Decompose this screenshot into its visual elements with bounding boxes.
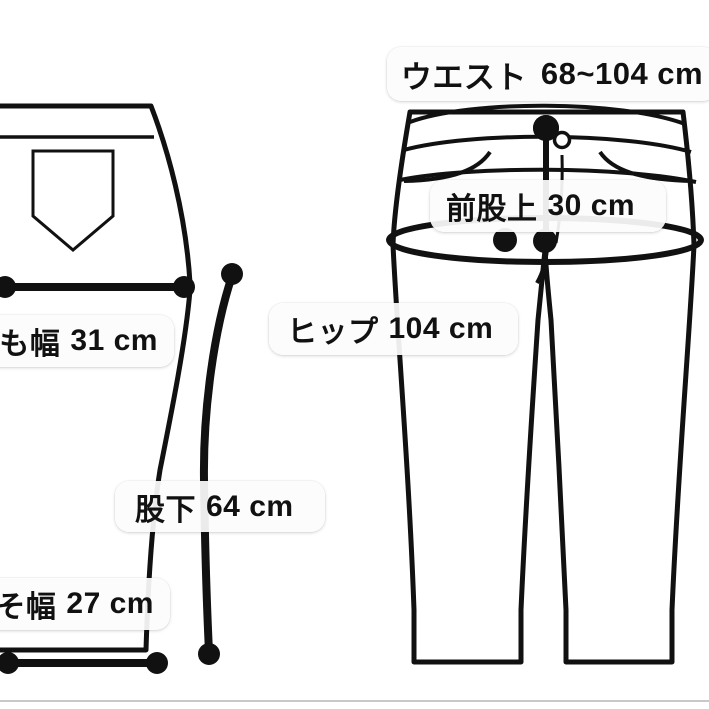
label-hip: ヒップ 104 cm	[269, 303, 518, 355]
right-front-pocket-curve	[598, 150, 693, 183]
thigh-measure-dot-right	[173, 276, 195, 298]
label-front-rise: 前股上 30 cm	[430, 180, 666, 232]
left-back-pocket	[31, 149, 115, 252]
hem-measure-dot-right	[146, 652, 168, 674]
rise-measure-dot-top	[533, 115, 559, 141]
left-front-pocket-curve	[403, 150, 492, 183]
right-garment-drawing	[386, 103, 704, 665]
label-inseam-name: 股下	[135, 492, 196, 528]
label-thigh: も幅 31 cm	[0, 315, 174, 367]
hip-measure-dot-right	[533, 229, 557, 253]
label-waist-name: ウエスト	[400, 59, 527, 96]
inseam-measure-curve	[199, 272, 236, 656]
hip-measure-dot-left	[493, 228, 517, 252]
left-garment-outline	[0, 103, 193, 653]
label-thigh-value: 31 cm	[70, 324, 158, 357]
label-inseam-value: 64 cm	[206, 489, 294, 523]
inseam-measure-dot-top	[221, 263, 243, 285]
label-waist: ウエスト 68~104 cm	[387, 47, 709, 101]
inseam-measure-dot-bottom	[198, 643, 220, 665]
waistband-top-curve	[409, 103, 686, 126]
label-hem: そ幅 27 cm	[0, 578, 170, 630]
label-hem-value: 27 cm	[66, 587, 154, 620]
label-hip-value: 104 cm	[388, 312, 494, 345]
buttonhole-icon	[552, 130, 572, 150]
thigh-measure-dot-left	[0, 276, 16, 298]
label-front-rise-value: 30 cm	[547, 189, 636, 222]
label-inseam: 股下 64 cm	[115, 481, 325, 532]
label-hem-name: そ幅	[0, 590, 57, 625]
label-waist-value: 68~104 cm	[540, 56, 704, 91]
label-hip-name: ヒップ	[287, 315, 379, 350]
label-thigh-name: も幅	[0, 327, 61, 362]
hem-measure-dot-left	[0, 652, 19, 674]
label-front-rise-name: 前股上	[446, 192, 538, 227]
